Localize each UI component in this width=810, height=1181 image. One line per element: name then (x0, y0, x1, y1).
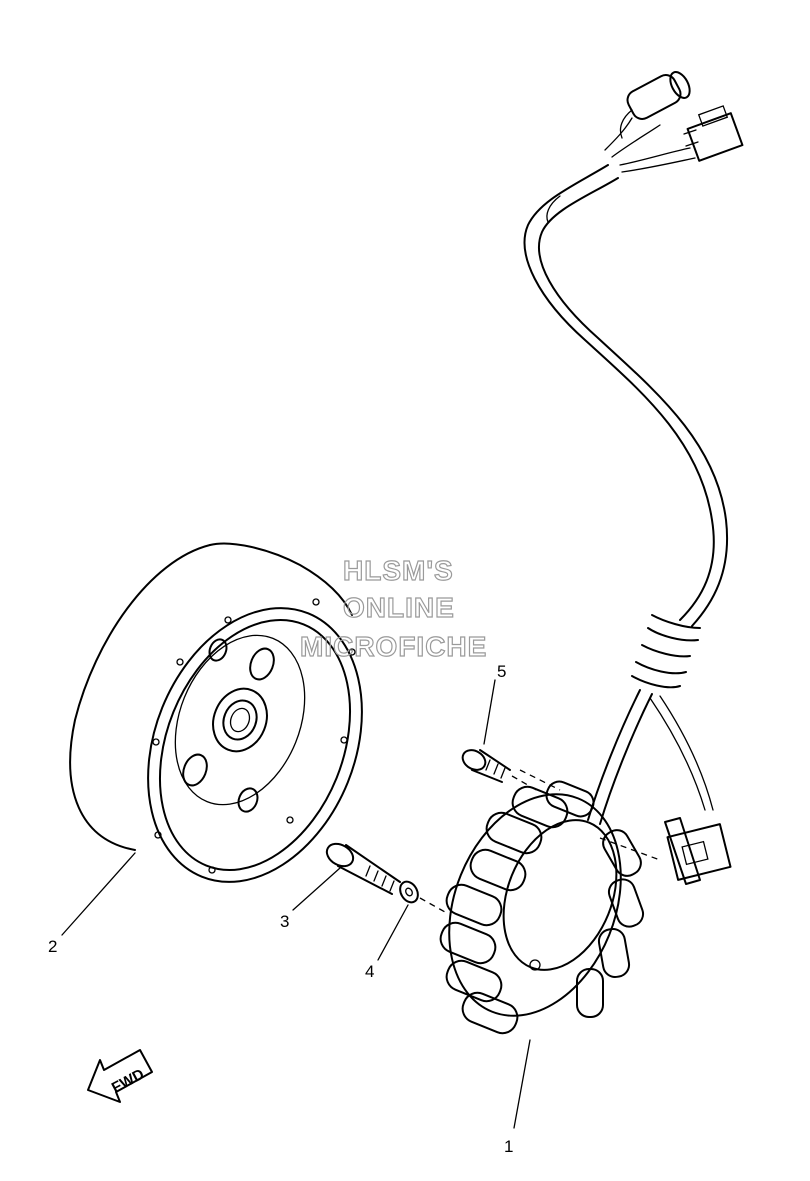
watermark-line-2: ONLINE (343, 592, 455, 623)
bolt-part-3 (325, 842, 401, 895)
arrow-left-down-icon (87, 1049, 153, 1103)
flywheel-rotor (69, 542, 363, 883)
leader-lines (61, 679, 531, 1129)
stator-assembly (439, 769, 661, 1035)
watermark-line-3: MICROFICHE (300, 631, 487, 662)
block-connector-icon (683, 105, 744, 162)
watermark-line-1: HLSM'S (343, 555, 454, 586)
washer-part-4 (399, 880, 419, 904)
grommet-icon (631, 614, 701, 689)
callout-2: 2 (48, 937, 57, 956)
fwd-label: FWD (109, 1066, 147, 1097)
pickup-coil-connector-icon (664, 817, 732, 885)
callout-4: 4 (365, 962, 374, 981)
wiring-harness (523, 71, 744, 885)
round-connector-icon (619, 71, 691, 139)
callout-3: 3 (280, 912, 289, 931)
callout-5: 5 (497, 662, 506, 681)
fwd-direction-marker: FWD (87, 1049, 153, 1103)
screw-part-5 (461, 749, 511, 783)
callout-1: 1 (504, 1137, 513, 1156)
watermark: HLSM'S ONLINE MICROFICHE (299, 554, 487, 662)
